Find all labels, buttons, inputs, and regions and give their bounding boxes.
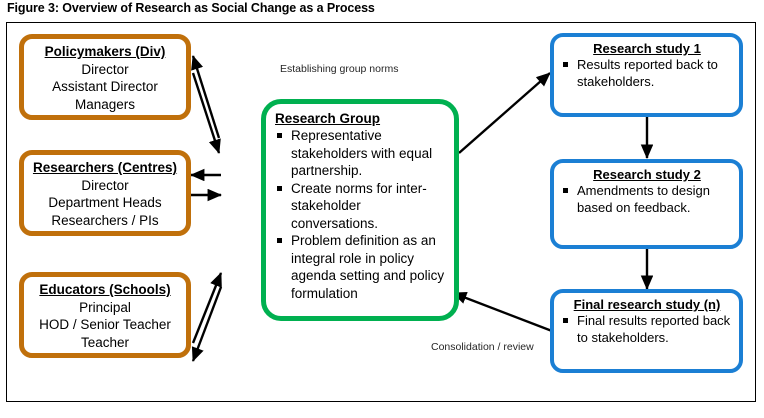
research-group-title: Research Group [275, 111, 381, 126]
arrow-group-to-educators [191, 286, 223, 362]
annotation-consolidation-review: Consolidation / review [431, 341, 534, 353]
stakeholder-title: Researchers (Centres) [32, 160, 178, 175]
study-bullet: Results reported back to stakeholders. [561, 56, 733, 90]
stakeholder-box-policymakers[interactable]: Policymakers (Div) Director Assistant Di… [19, 34, 191, 120]
stakeholder-role: Managers [74, 96, 136, 112]
arrow-final-study-to-group [452, 291, 553, 333]
research-group-bullet: Problem definition as an integral role i… [275, 232, 446, 302]
study-box-final-research-study[interactable]: Final research study (n) Final results r… [550, 289, 743, 373]
stakeholder-role: Department Heads [48, 195, 162, 210]
research-group-bullet: Create norms for inter-stakeholder conve… [275, 180, 446, 233]
arrow-group-to-policymakers [191, 55, 221, 139]
study-title: Research study 2 [593, 167, 701, 182]
study-bullet: Amendments to design based on feedback. [561, 182, 733, 216]
research-group-bullet: Representative stakeholders with equal p… [275, 127, 446, 180]
research-group-box[interactable]: Research Group Representative stakeholde… [261, 99, 459, 321]
stakeholder-role: Principal [79, 299, 131, 315]
stakeholder-role: Teacher [80, 334, 130, 350]
arrow-policymakers-to-group [191, 72, 221, 154]
figure-caption: Figure 3: Overview of Research as Social… [7, 1, 375, 15]
stakeholder-role: Director [81, 61, 129, 77]
stakeholder-role: Assistant Director [52, 79, 158, 94]
stakeholder-role: HOD / Senior Teacher [39, 317, 171, 332]
study-box-research-study-1[interactable]: Research study 1 Results reported back t… [550, 33, 743, 117]
stakeholder-role: Researchers / PIs [51, 212, 159, 228]
diagram-frame: Policymakers (Div) Director Assistant Di… [6, 22, 756, 402]
stakeholder-box-educators[interactable]: Educators (Schools) Principal HOD / Seni… [19, 272, 191, 358]
stakeholder-title: Policymakers (Div) [44, 44, 166, 59]
study-bullet-list: Final results reported back to stakehold… [561, 312, 733, 346]
study-bullet-list: Amendments to design based on feedback. [561, 182, 733, 216]
stakeholder-box-researchers[interactable]: Researchers (Centres) Director Departmen… [19, 150, 191, 236]
research-group-bullet-list: Representative stakeholders with equal p… [275, 127, 446, 302]
study-title: Research study 1 [593, 41, 701, 56]
study-bullet: Final results reported back to stakehold… [561, 312, 733, 346]
study-title: Final research study (n) [573, 297, 721, 312]
stakeholder-title: Educators (Schools) [39, 282, 171, 297]
arrow-group-to-study-1 [458, 72, 551, 154]
study-box-research-study-2[interactable]: Research study 2 Amendments to design ba… [550, 159, 743, 249]
stakeholder-role: Director [81, 177, 129, 193]
arrow-educators-to-group [191, 272, 223, 344]
study-bullet-list: Results reported back to stakeholders. [561, 56, 733, 90]
annotation-establishing-group-norms: Establishing group norms [280, 63, 399, 75]
